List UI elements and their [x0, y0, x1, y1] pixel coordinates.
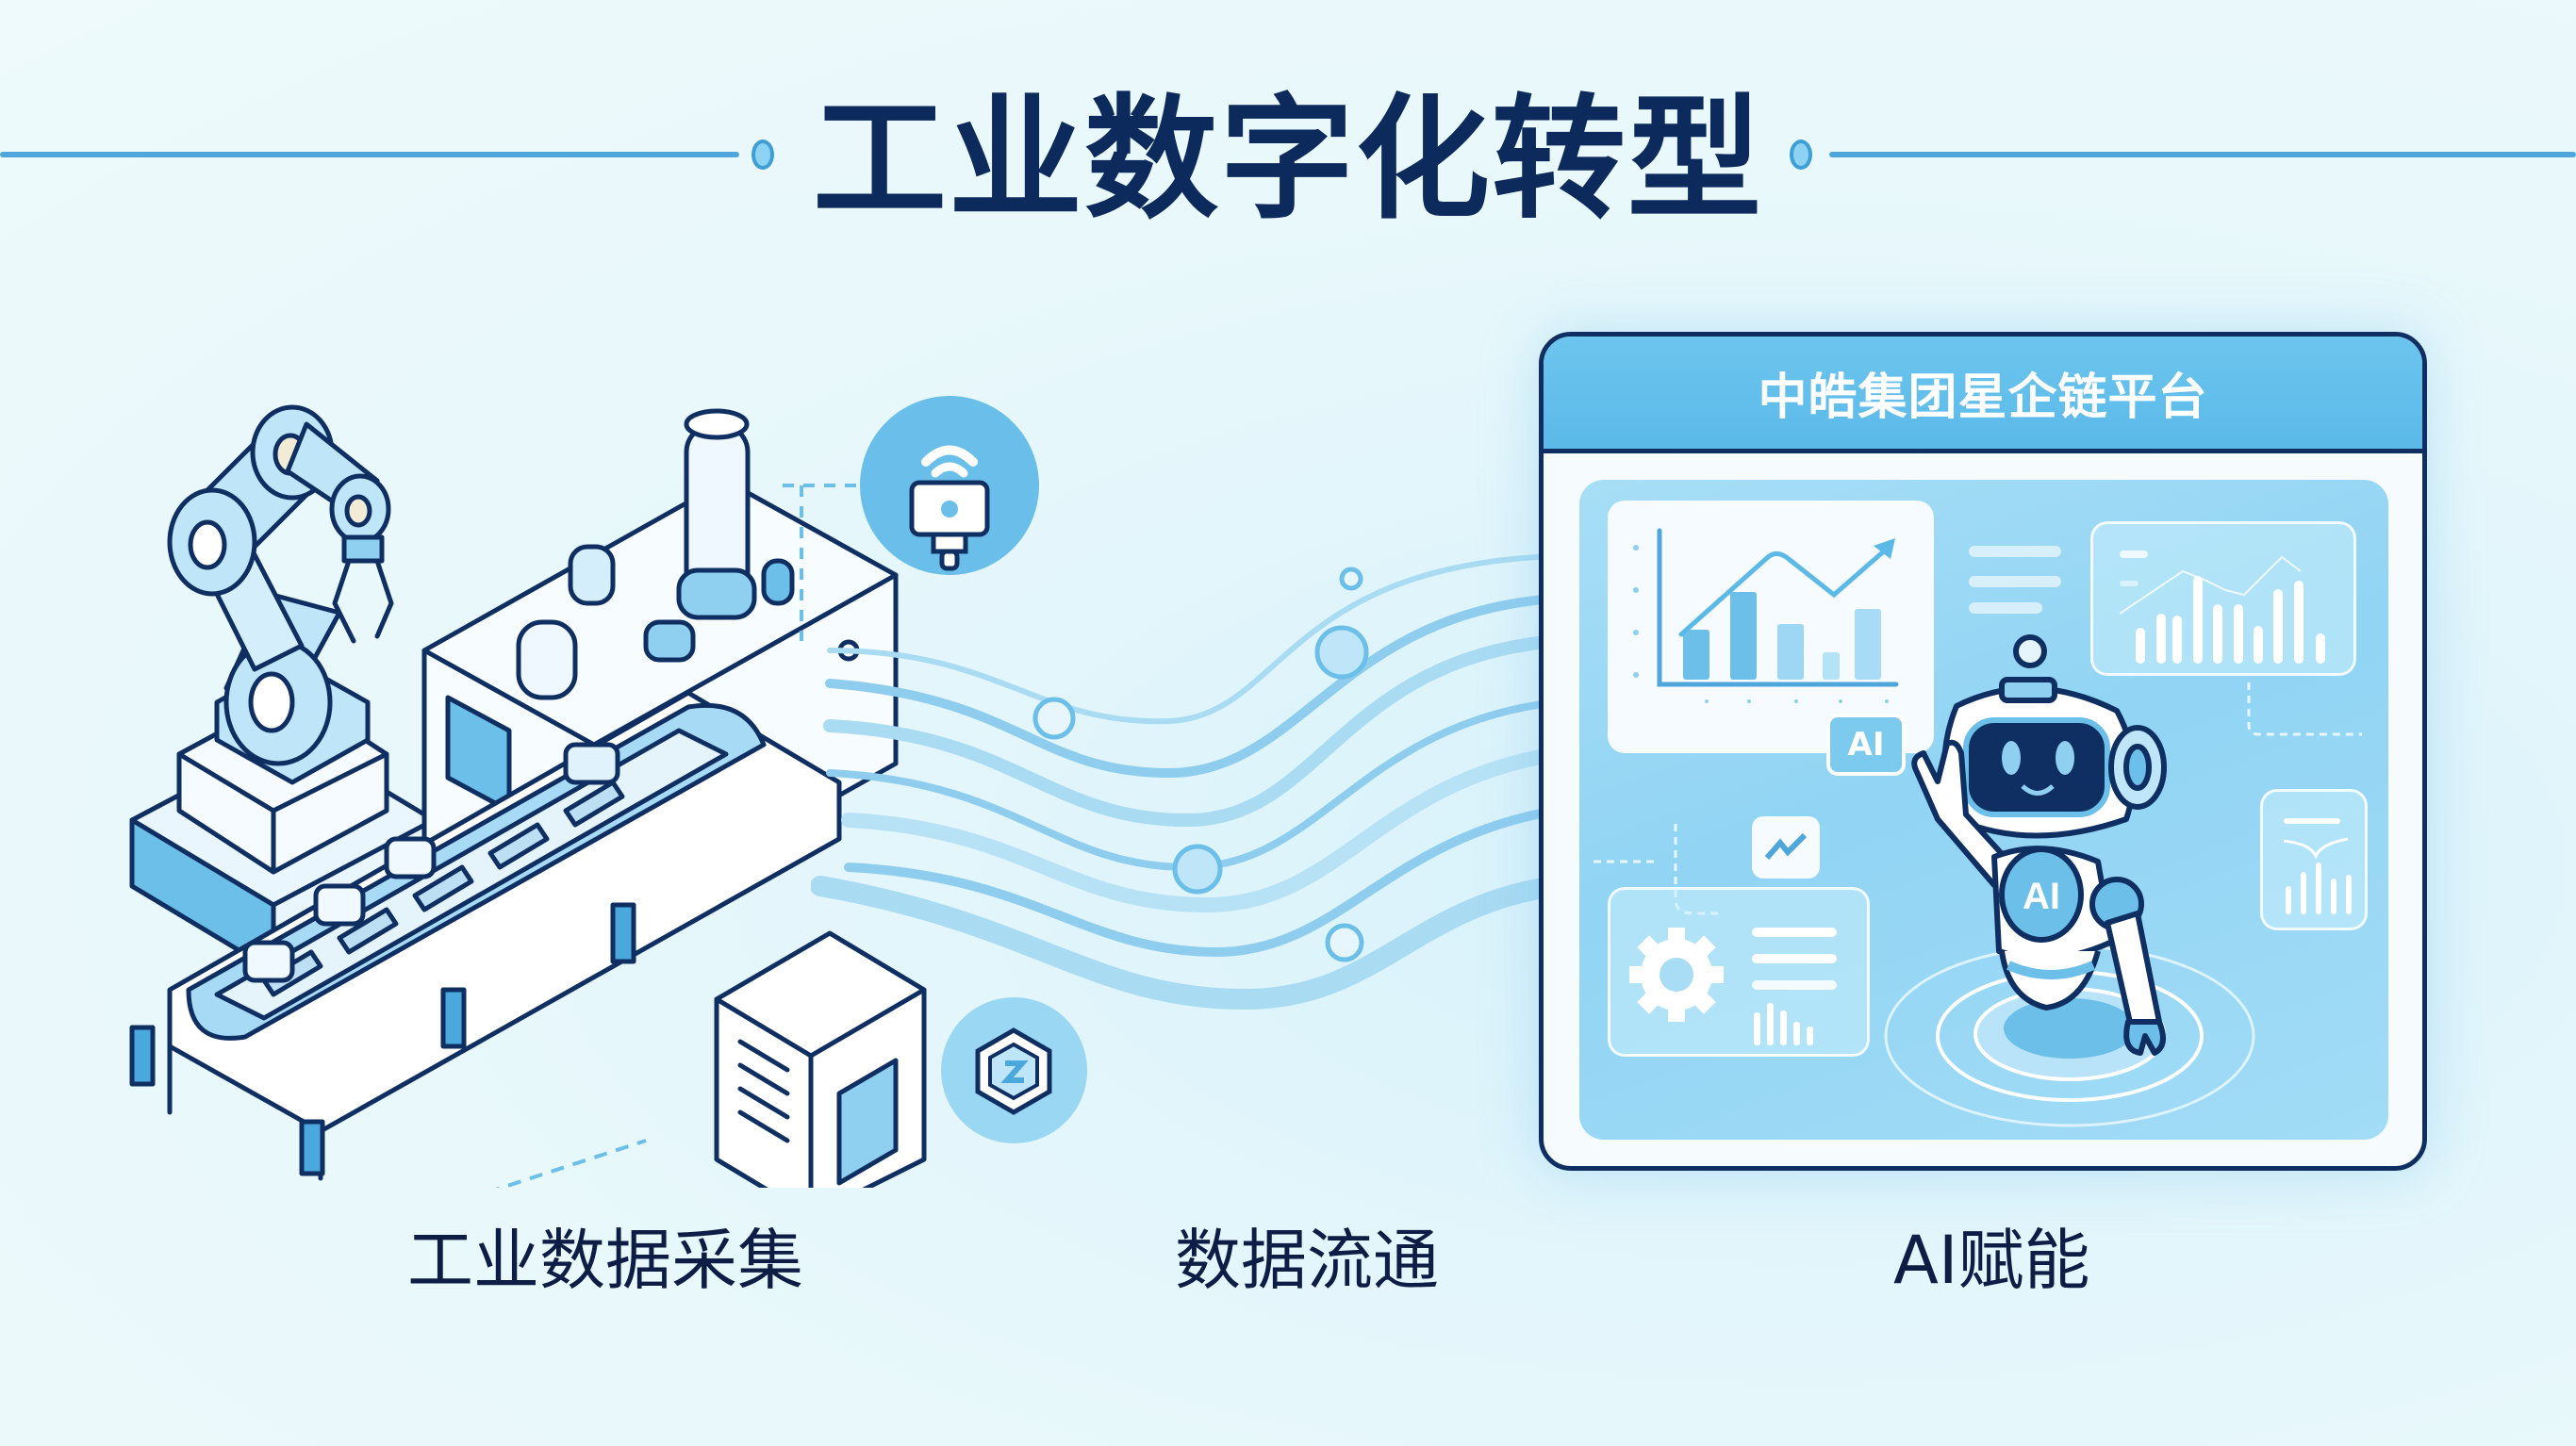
connector-line [2247, 682, 2362, 736]
platform-dashboard: AI [1579, 480, 2388, 1140]
text-line [1969, 576, 2061, 587]
bar-line-chart [1633, 528, 1899, 703]
report-card [2260, 789, 2368, 930]
mini-bar-chart [2119, 550, 2325, 664]
text-line [1969, 602, 2042, 614]
ai-robot-mascot: AI [1911, 634, 2167, 1056]
sensor-connector [783, 484, 858, 641]
page-title: 工业数字化转型 [813, 82, 1763, 238]
ai-chat-badge: AI [1826, 714, 1906, 776]
hologram-platform [1884, 945, 2255, 1127]
analytics-card [2090, 521, 2356, 676]
trend-chart-card [1608, 501, 1934, 753]
settings-card [1608, 887, 1870, 1057]
section-label-collection: 工业数据采集 [407, 1222, 803, 1299]
dotted-connector [1593, 824, 1721, 915]
title-rule-right [1829, 152, 2576, 157]
title-rule-left [0, 152, 739, 157]
hexagon-shield-icon [941, 997, 1087, 1143]
section-label-ai: AI赋能 [1893, 1222, 2090, 1299]
gear-icon [1629, 928, 1724, 1022]
iot-sensor-icon [860, 396, 1039, 575]
text-line [1969, 546, 2061, 557]
platform-header: 中皓集团星企链平台 [1544, 337, 2422, 453]
factory-illustration [129, 404, 927, 1188]
title-dot-right [1790, 140, 1812, 170]
data-flow-stream [811, 553, 1556, 1011]
trend-chat-icon [1752, 816, 1820, 879]
section-label-flow: 数据流通 [1175, 1222, 1439, 1299]
platform-panel: 中皓集团星企链平台 AI [1539, 332, 2427, 1171]
robot-chest-label: AI [2023, 876, 2060, 917]
title-dot-left [751, 140, 774, 170]
